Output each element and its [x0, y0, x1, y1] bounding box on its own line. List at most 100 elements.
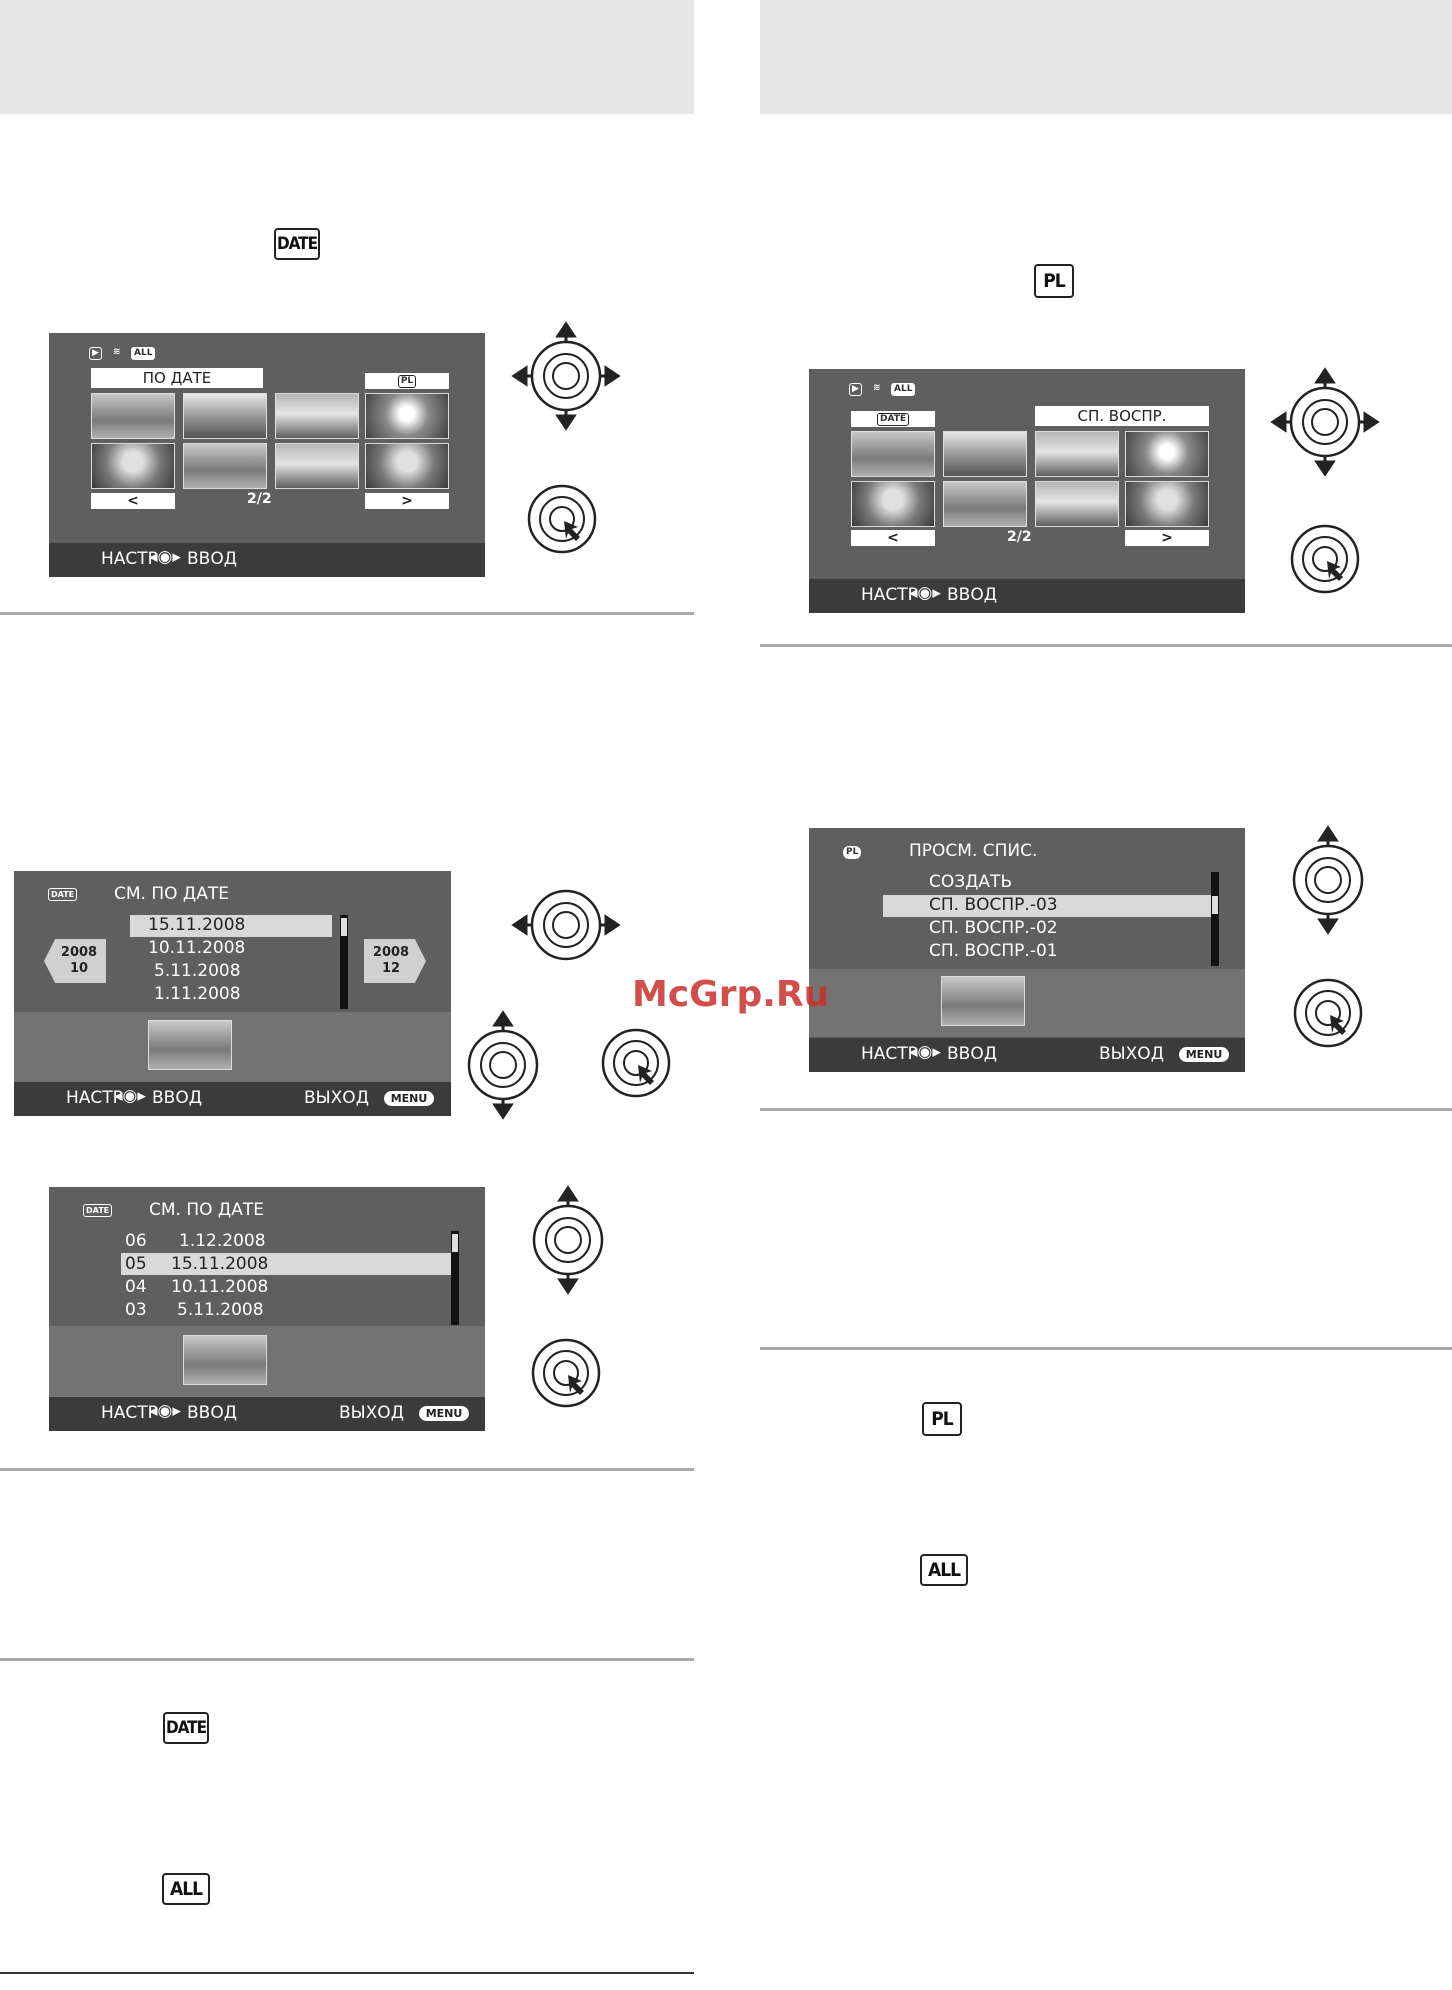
playlist-item[interactable]: СП. ВОСПР.-01: [929, 941, 1058, 961]
joystick-up-down-icon: [532, 1185, 604, 1295]
setup-label: НАСТР: [861, 1044, 918, 1064]
setup-label: НАСТР: [66, 1088, 123, 1108]
thumbnail[interactable]: [183, 443, 267, 489]
selected-row-highlight: [121, 1253, 455, 1275]
scrollbar[interactable]: [1211, 872, 1219, 966]
date-item[interactable]: 10.11.2008: [148, 938, 246, 958]
joystick-mini-icon: ◂◉▸: [909, 583, 941, 603]
joystick-up-down-icon: [467, 1010, 539, 1120]
preview-panel: [14, 1012, 451, 1082]
row-date[interactable]: 1.12.2008: [179, 1231, 266, 1251]
date-item[interactable]: 1.11.2008: [154, 984, 241, 1004]
selected-row-highlight: [883, 895, 1211, 917]
joystick-up-down-icon: [1292, 825, 1364, 935]
play-mode-icon: ▶: [89, 347, 102, 360]
scrollbar[interactable]: [340, 915, 348, 1009]
date-tab[interactable]: DATE: [851, 411, 935, 427]
watermark: McGrp.Ru: [632, 974, 830, 1015]
screen-footer: НАСТР ◂◉▸ ВВОД ВЫХОД MENU: [14, 1082, 451, 1116]
thumbnail[interactable]: [1125, 431, 1209, 477]
all-icon-2: ALL: [162, 1873, 210, 1905]
playlist-tab-selected[interactable]: СП. ВОСПР.: [1035, 406, 1209, 426]
date-item[interactable]: 15.11.2008: [148, 915, 246, 935]
playlist-tab[interactable]: PL: [365, 373, 449, 389]
joystick-press-icon: [527, 484, 597, 554]
thumbnail[interactable]: [365, 443, 449, 489]
prev-month-month: 10: [69, 961, 89, 976]
exit-label: ВЫХОД: [339, 1403, 404, 1423]
joystick-mini-icon: ◂◉▸: [114, 1086, 146, 1106]
joystick-mini-icon: ◂◉▸: [149, 547, 181, 567]
date-icon: DATE: [274, 228, 320, 260]
playlist-item[interactable]: СП. ВОСПР.-03: [929, 895, 1058, 915]
next-month-year: 2008: [372, 945, 410, 960]
thumbnail[interactable]: [275, 443, 359, 489]
date-mode-icon: DATE: [83, 1204, 113, 1217]
pl-tab-icon: PL: [397, 374, 417, 388]
prev-page-button[interactable]: <: [851, 530, 935, 546]
preview-panel: [809, 969, 1245, 1037]
date-detail-screen: DATE СМ. ПО ДАТЕ 06 1.12.2008 05 15.11.2…: [49, 1187, 485, 1431]
row-number: 03: [125, 1300, 147, 1320]
thumbnail-screen-by-date: ▶ ≋ ALL ПО ДАТЕ PL < 2/2 > НАСТР ◂◉▸ ВВО…: [49, 333, 485, 577]
joystick-4way-icon: [511, 321, 621, 431]
row-date[interactable]: 10.11.2008: [171, 1277, 269, 1297]
next-page-button[interactable]: >: [1125, 530, 1209, 546]
scrollbar[interactable]: [451, 1231, 459, 1325]
menu-button-badge: MENU: [1179, 1047, 1229, 1062]
play-mode-icon: ▶: [849, 383, 862, 396]
date-mode-icon: DATE: [48, 888, 78, 901]
divider: [0, 1468, 694, 1471]
thumbnail[interactable]: [1125, 481, 1209, 527]
setup-label: НАСТР: [101, 549, 158, 569]
joystick-mini-icon: ◂◉▸: [149, 1401, 181, 1421]
screen-footer: НАСТР ◂◉▸ ВВОД ВЫХОД MENU: [49, 1397, 485, 1431]
media-icon: ≋: [873, 383, 881, 393]
selected-row-highlight: [130, 915, 332, 937]
divider: [760, 1108, 1452, 1111]
thumbnail[interactable]: [275, 393, 359, 439]
playlist-view-screen: PL ПРОСМ. СПИС. СОЗДАТЬ СП. ВОСПР.-03 СП…: [809, 828, 1245, 1072]
prev-month-year: 2008: [60, 945, 98, 960]
enter-label: ВВОД: [947, 1044, 997, 1064]
preview-panel: [49, 1326, 485, 1397]
date-tab-icon: DATE: [876, 412, 910, 426]
page-indicator: 2/2: [1007, 529, 1032, 545]
thumbnail[interactable]: [943, 481, 1027, 527]
thumbnail[interactable]: [943, 431, 1027, 477]
divider: [0, 1972, 694, 1974]
thumbnail[interactable]: [1035, 431, 1119, 477]
setup-label: НАСТР: [101, 1403, 158, 1423]
screen-footer: НАСТР ◂◉▸ ВВОД: [49, 543, 485, 577]
playlist-item[interactable]: СП. ВОСПР.-02: [929, 918, 1058, 938]
prev-page-button[interactable]: <: [91, 493, 175, 509]
joystick-press-icon: [601, 1028, 671, 1098]
thumbnail[interactable]: [91, 393, 175, 439]
media-icon: ≋: [113, 347, 121, 357]
joystick-press-icon: [531, 1338, 601, 1408]
thumbnail[interactable]: [365, 393, 449, 439]
thumbnail[interactable]: [1035, 481, 1119, 527]
joystick-left-right-icon: [511, 889, 621, 961]
by-date-tab[interactable]: ПО ДАТЕ: [91, 368, 263, 388]
thumbnail[interactable]: [91, 443, 175, 489]
enter-label: ВВОД: [187, 1403, 237, 1423]
next-page-button[interactable]: >: [365, 493, 449, 509]
pl-mode-icon: PL: [843, 846, 862, 859]
enter-label: ВВОД: [187, 549, 237, 569]
menu-button-badge: MENU: [419, 1406, 469, 1421]
pl-icon: PL: [1034, 264, 1074, 298]
preview-thumbnail: [148, 1020, 232, 1070]
thumbnail[interactable]: [851, 481, 935, 527]
thumbnail[interactable]: [851, 431, 935, 477]
row-date[interactable]: 5.11.2008: [177, 1300, 264, 1320]
screen-footer: НАСТР ◂◉▸ ВВОД: [809, 579, 1245, 613]
preview-thumbnail: [183, 1335, 267, 1385]
row-date[interactable]: 15.11.2008: [171, 1254, 269, 1274]
date-item[interactable]: 5.11.2008: [154, 961, 241, 981]
thumbnail[interactable]: [183, 393, 267, 439]
playlist-item-create[interactable]: СОЗДАТЬ: [929, 872, 1013, 892]
exit-label: ВЫХОД: [304, 1088, 369, 1108]
